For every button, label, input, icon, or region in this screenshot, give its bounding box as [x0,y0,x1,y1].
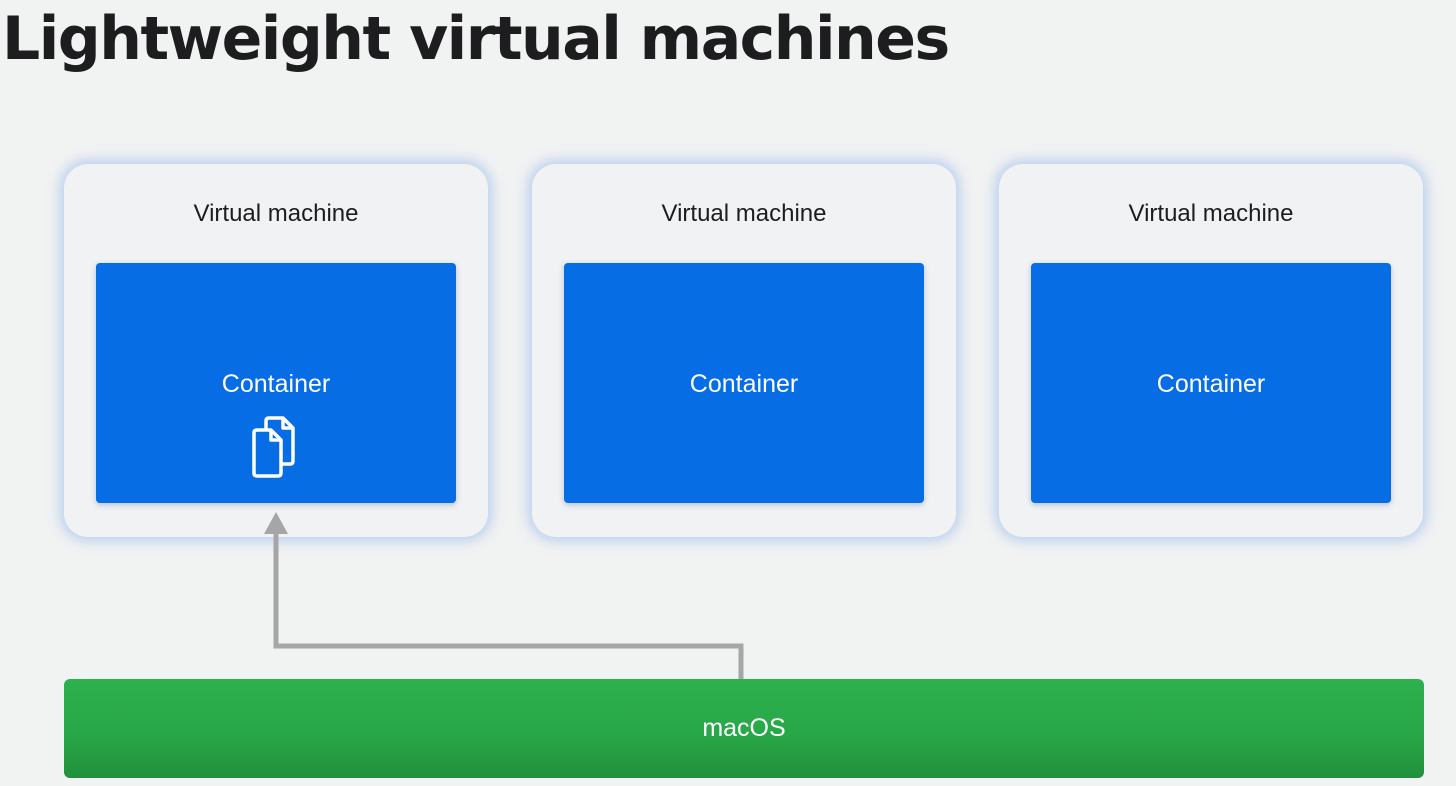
slide-title: Lightweight virtual machines [2,4,950,74]
container-label: Container [689,370,799,398]
virtual-machine-panel-1: Virtual machine Container [64,164,488,537]
virtual-machine-panel-2: Virtual machine Container [532,164,956,537]
container-box-3: Container [1031,263,1391,503]
virtual-machine-label: Virtual machine [1128,200,1294,227]
container-label: Container [221,370,331,398]
container-label: Container [1156,370,1266,398]
container-box-1: Container [96,263,456,503]
virtual-machine-label: Virtual machine [661,200,827,227]
virtual-machine-panel-3: Virtual machine Container [999,164,1423,537]
documents-icon [252,416,295,478]
container-box-2: Container [564,263,924,503]
macos-host-bar: macOS [64,679,1424,778]
virtual-machine-label: Virtual machine [193,200,359,227]
macos-label: macOS [702,714,786,742]
